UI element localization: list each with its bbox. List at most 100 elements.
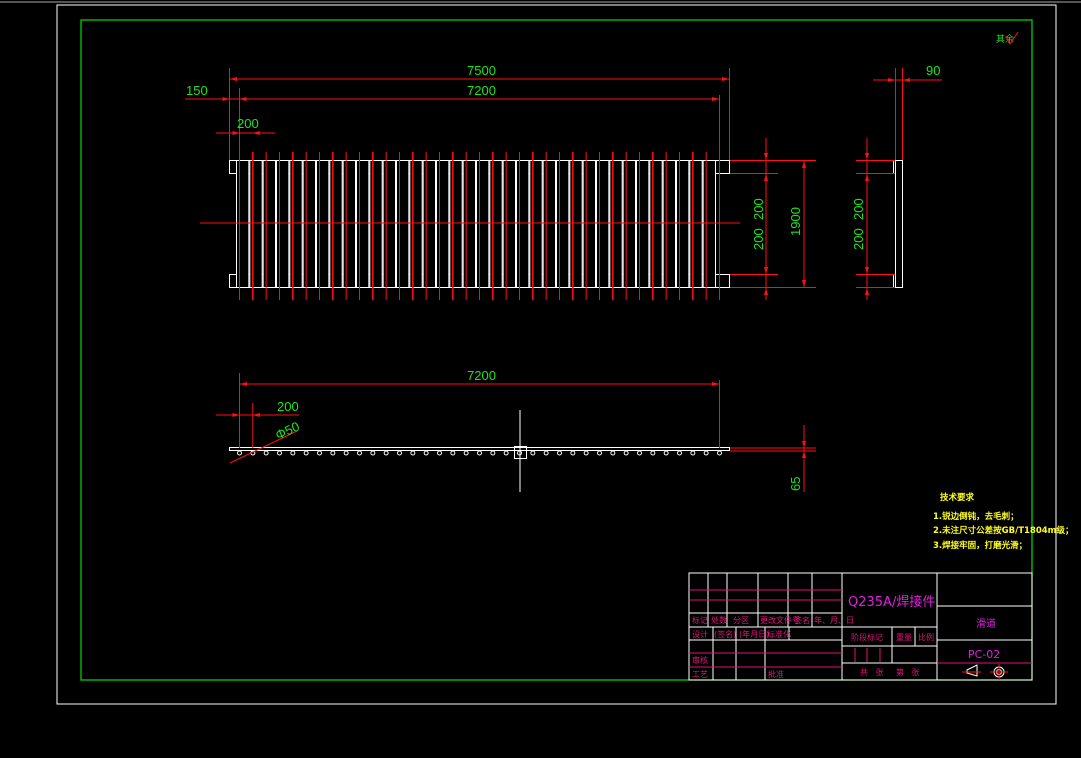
- tube-section: [503, 450, 509, 456]
- tube-section: [277, 450, 282, 456]
- dim-arrow: [888, 78, 895, 82]
- tube-bar: [622, 160, 637, 288]
- tube-section: [610, 450, 616, 456]
- drawing-frame: [80, 19, 1033, 681]
- tube-section: [397, 450, 402, 456]
- tube-section: [530, 450, 536, 456]
- tube-section: [583, 450, 589, 456]
- tube-section: [690, 450, 696, 456]
- tb-weight: 重量: [896, 632, 912, 642]
- tube-section: [717, 450, 722, 456]
- dim-arrow: [802, 451, 806, 458]
- tube-bar: [342, 160, 356, 288]
- tube-section: [663, 450, 669, 456]
- tb-scale: 比例: [918, 632, 934, 642]
- dim-1900: 1900: [788, 207, 803, 236]
- tb-signature: 签名: [794, 615, 810, 625]
- dim-200-front: 200: [277, 399, 299, 414]
- tube-bar: [489, 160, 503, 288]
- tube-section: [303, 450, 309, 456]
- tb-standardization: 标准化: [767, 629, 791, 639]
- tube-bar: [676, 160, 690, 288]
- dim-arrow: [252, 131, 260, 135]
- base-plate: [229, 447, 730, 451]
- dim-arrow: [722, 77, 729, 81]
- tube-section: [330, 450, 336, 456]
- dim-arrow: [712, 382, 719, 386]
- dim-diameter: Φ50: [273, 419, 302, 443]
- tube-section: [410, 450, 416, 456]
- tube-section: [463, 450, 469, 456]
- tube-bar: [289, 160, 303, 288]
- top-view: [185, 68, 816, 300]
- tube-section: [477, 450, 482, 456]
- dim-200-side-lower: 200: [851, 228, 866, 250]
- tube-bar: [556, 160, 570, 288]
- dim-200-right-upper: 200: [751, 198, 766, 220]
- tube-bar: [436, 160, 450, 288]
- tb-zone: 分区: [733, 616, 749, 625]
- tube-bar: [409, 160, 423, 288]
- tube-bar: [262, 160, 276, 288]
- tech-title: 技术要求: [940, 492, 975, 503]
- tech-item: 2.未注尺寸公差按GB/T1804m级；: [933, 525, 1074, 536]
- tech-item: 3.焊接牢固，打磨光滑；: [933, 540, 1027, 551]
- tube-section: [677, 450, 682, 456]
- tube-bar: [689, 160, 703, 288]
- side-profile: [895, 160, 903, 288]
- dim-arrow: [865, 288, 869, 295]
- tb-review: 审核: [692, 655, 708, 665]
- dim-arrow: [764, 153, 768, 160]
- tube-section: [343, 450, 349, 456]
- tube-bar: [369, 160, 383, 288]
- dim-200-right-lower: 200: [751, 228, 766, 250]
- tube-section: [703, 450, 709, 456]
- dim-arrow: [764, 288, 768, 295]
- tube-bar: [276, 160, 290, 288]
- front-view: [216, 373, 816, 492]
- dim-200-side-upper: 200: [851, 198, 866, 220]
- tube-section: [543, 450, 549, 456]
- tech-item: 1.锐边倒钝，去毛刺；: [933, 511, 1019, 522]
- tube-bar: [462, 160, 476, 288]
- dim-arrow: [230, 77, 237, 81]
- tube-bar: [542, 160, 557, 288]
- dim-150: 150: [186, 83, 208, 98]
- dim-arrow: [802, 441, 806, 448]
- tb-design: 设计: [692, 629, 708, 639]
- tube-bar: [596, 160, 610, 288]
- tube-bar: [249, 160, 263, 288]
- dim-arrow: [232, 131, 240, 135]
- tube-section: [490, 450, 496, 456]
- tb-sheet-no: 第 张: [896, 667, 920, 677]
- dim-arrow: [903, 78, 910, 82]
- dim-90: 90: [926, 63, 940, 78]
- tube-section: [570, 450, 576, 456]
- dim-arrow: [802, 161, 806, 168]
- tb-sheets: 共 张: [860, 668, 884, 677]
- tb-date: 年、月、日: [814, 615, 854, 625]
- tech-requirements: 技术要求 1.锐边倒钝，去毛刺； 2.未注尺寸公差按GB/T1804m级； 3.…: [933, 492, 1074, 551]
- tube-section: [383, 450, 389, 456]
- tube-bar: [329, 160, 343, 288]
- tube-section: [423, 450, 429, 456]
- projection-symbol-icon: [962, 664, 1008, 680]
- dim-7500: 7500: [467, 63, 496, 78]
- tube-bar: [356, 160, 370, 288]
- tube-section: [557, 450, 562, 456]
- tb-count: 处数: [711, 615, 727, 625]
- dim-arrow: [252, 413, 260, 417]
- side-view: [856, 68, 942, 300]
- tube-section: [237, 450, 242, 456]
- tube-bar: [449, 160, 463, 288]
- tube-bar: [529, 160, 543, 288]
- dim-arrow: [865, 153, 869, 160]
- tube-section: [437, 450, 442, 456]
- tube-section: [450, 450, 456, 456]
- tube-bar: [316, 160, 330, 288]
- tube-section: [637, 450, 642, 456]
- dim-arrow: [802, 280, 806, 287]
- tube-bar: [302, 160, 316, 288]
- sheet-border: [56, 4, 1057, 705]
